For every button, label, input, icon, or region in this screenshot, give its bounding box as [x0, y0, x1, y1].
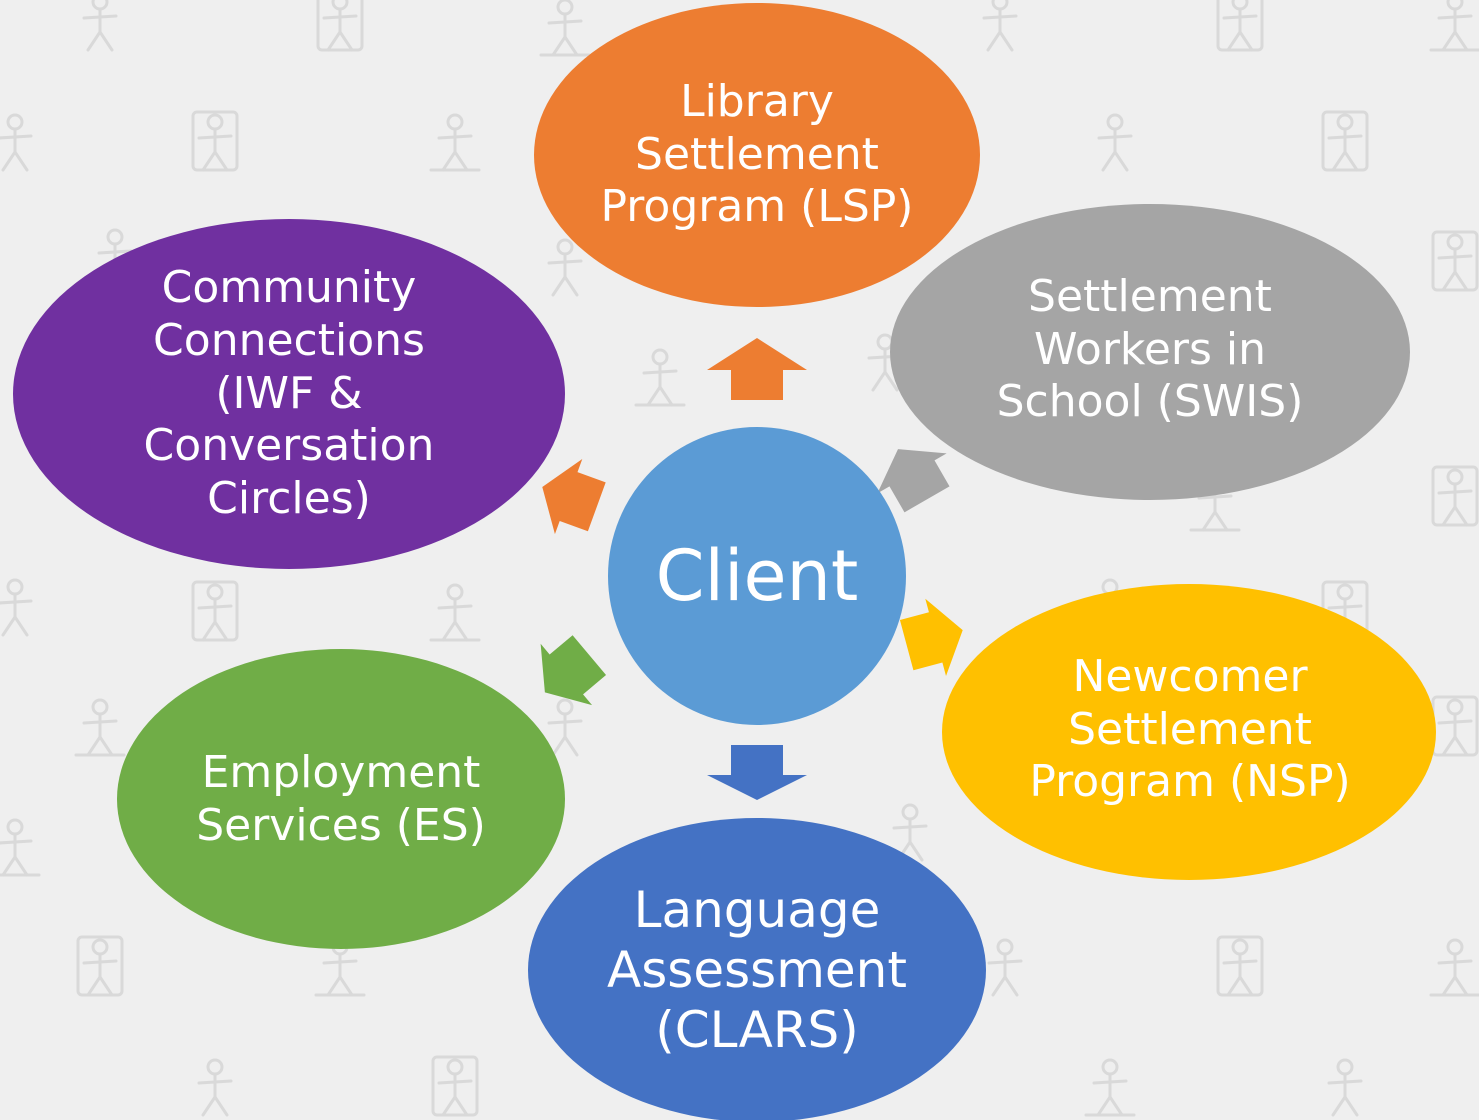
swimming-icon [1429, 938, 1479, 997]
arrow-to-clars [707, 745, 807, 800]
node-ellipses [13, 3, 1436, 1120]
classroom-icon [429, 113, 481, 172]
fitness-icon [547, 238, 583, 297]
node-community [13, 219, 565, 569]
meditation-icon [547, 698, 583, 757]
classroom-icon [987, 938, 1023, 997]
node-clars-label: Language Assessment (CLARS) [607, 881, 907, 1059]
dumbbell-icon [1431, 695, 1479, 757]
dancers-icon [197, 1058, 233, 1117]
group-icon [0, 578, 33, 637]
easel-icon [1097, 113, 1133, 172]
node-nsp [942, 584, 1436, 880]
arrow-to-swis [877, 449, 950, 513]
meditation-icon [1084, 1058, 1136, 1117]
fitness-icon [316, 0, 364, 52]
node-swis-label: Settlement Workers in School (SWIS) [996, 270, 1304, 428]
node-nsp-label: Newcomer Settlement Program (NSP) [1029, 650, 1351, 808]
meditation-icon [1431, 230, 1479, 292]
classroom-icon [191, 580, 239, 642]
arrow-to-nsp [899, 598, 963, 677]
easel-icon [429, 583, 481, 642]
node-lsp-label: Library Settlement Program (LSP) [600, 75, 914, 233]
calendar-icon [1429, 0, 1479, 52]
meditation-icon [539, 0, 591, 57]
node-clars [528, 818, 986, 1120]
arrow-to-community [542, 458, 606, 535]
calendar-icon [1431, 465, 1479, 527]
care-icon [0, 113, 33, 172]
group-icon [191, 110, 239, 172]
care-icon [76, 935, 124, 997]
arrow-to-es [540, 635, 607, 706]
calendar-icon [892, 803, 928, 862]
node-community-label: Community Connections (IWF & Conversatio… [143, 262, 435, 525]
node-client-label: Client [655, 535, 859, 617]
connector-arrows [540, 338, 963, 800]
dumbbell-icon [1327, 1058, 1363, 1117]
node-client [608, 427, 906, 725]
arrow-to-lsp [707, 338, 807, 400]
dining-icon [0, 818, 41, 877]
node-es-label: Employment Services (ES) [196, 747, 486, 851]
dining-icon [1216, 0, 1264, 52]
dumbbell-icon [982, 0, 1018, 52]
node-es [117, 649, 565, 949]
dancers-icon [82, 0, 118, 52]
fitness-icon [431, 1055, 479, 1117]
node-swis [890, 204, 1410, 500]
swimming-icon [1321, 110, 1369, 172]
fitness-icon [74, 698, 126, 757]
dumbbell-icon [634, 348, 686, 407]
node-lsp [534, 3, 980, 307]
easel-icon [1216, 935, 1264, 997]
